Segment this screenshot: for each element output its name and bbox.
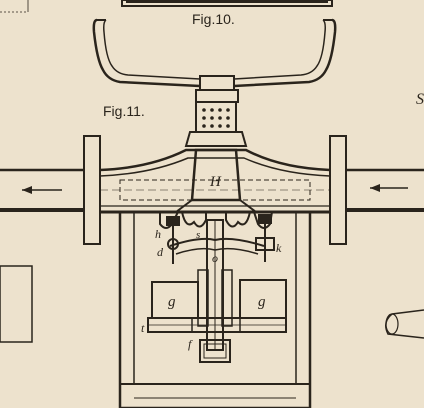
- label-s: s: [196, 229, 200, 241]
- cross-arm: [169, 237, 265, 255]
- fig10-title: Fig.10.: [192, 11, 235, 27]
- label-H: H: [209, 174, 222, 190]
- fig10-remnant: [121, 0, 333, 7]
- plate: [147, 317, 287, 333]
- flanges: [83, 135, 347, 245]
- label-o: o: [212, 251, 218, 265]
- label-g-left: g: [168, 294, 176, 310]
- left-block: [0, 265, 33, 343]
- handle: [92, 18, 337, 103]
- stem-nut: [184, 101, 248, 147]
- label-h: h: [155, 227, 161, 241]
- flow-arrow-left: [22, 186, 62, 194]
- side-bolt-left: [166, 216, 180, 264]
- stem: [199, 219, 231, 363]
- edge-letter: S: [416, 91, 424, 108]
- label-d: d: [157, 245, 164, 259]
- label-t: t: [141, 321, 145, 335]
- label-g-right: g: [258, 294, 266, 310]
- left-edge-remnant: [0, 0, 29, 13]
- housing: [118, 210, 312, 408]
- right-remnant: [385, 309, 424, 339]
- label-f: f: [188, 337, 193, 351]
- fig11-title: Fig.11.: [103, 103, 145, 119]
- side-bolt-right: [255, 214, 275, 262]
- label-k: k: [276, 241, 282, 255]
- flow-arrow-right: [370, 184, 408, 192]
- valve-gate: [175, 148, 257, 213]
